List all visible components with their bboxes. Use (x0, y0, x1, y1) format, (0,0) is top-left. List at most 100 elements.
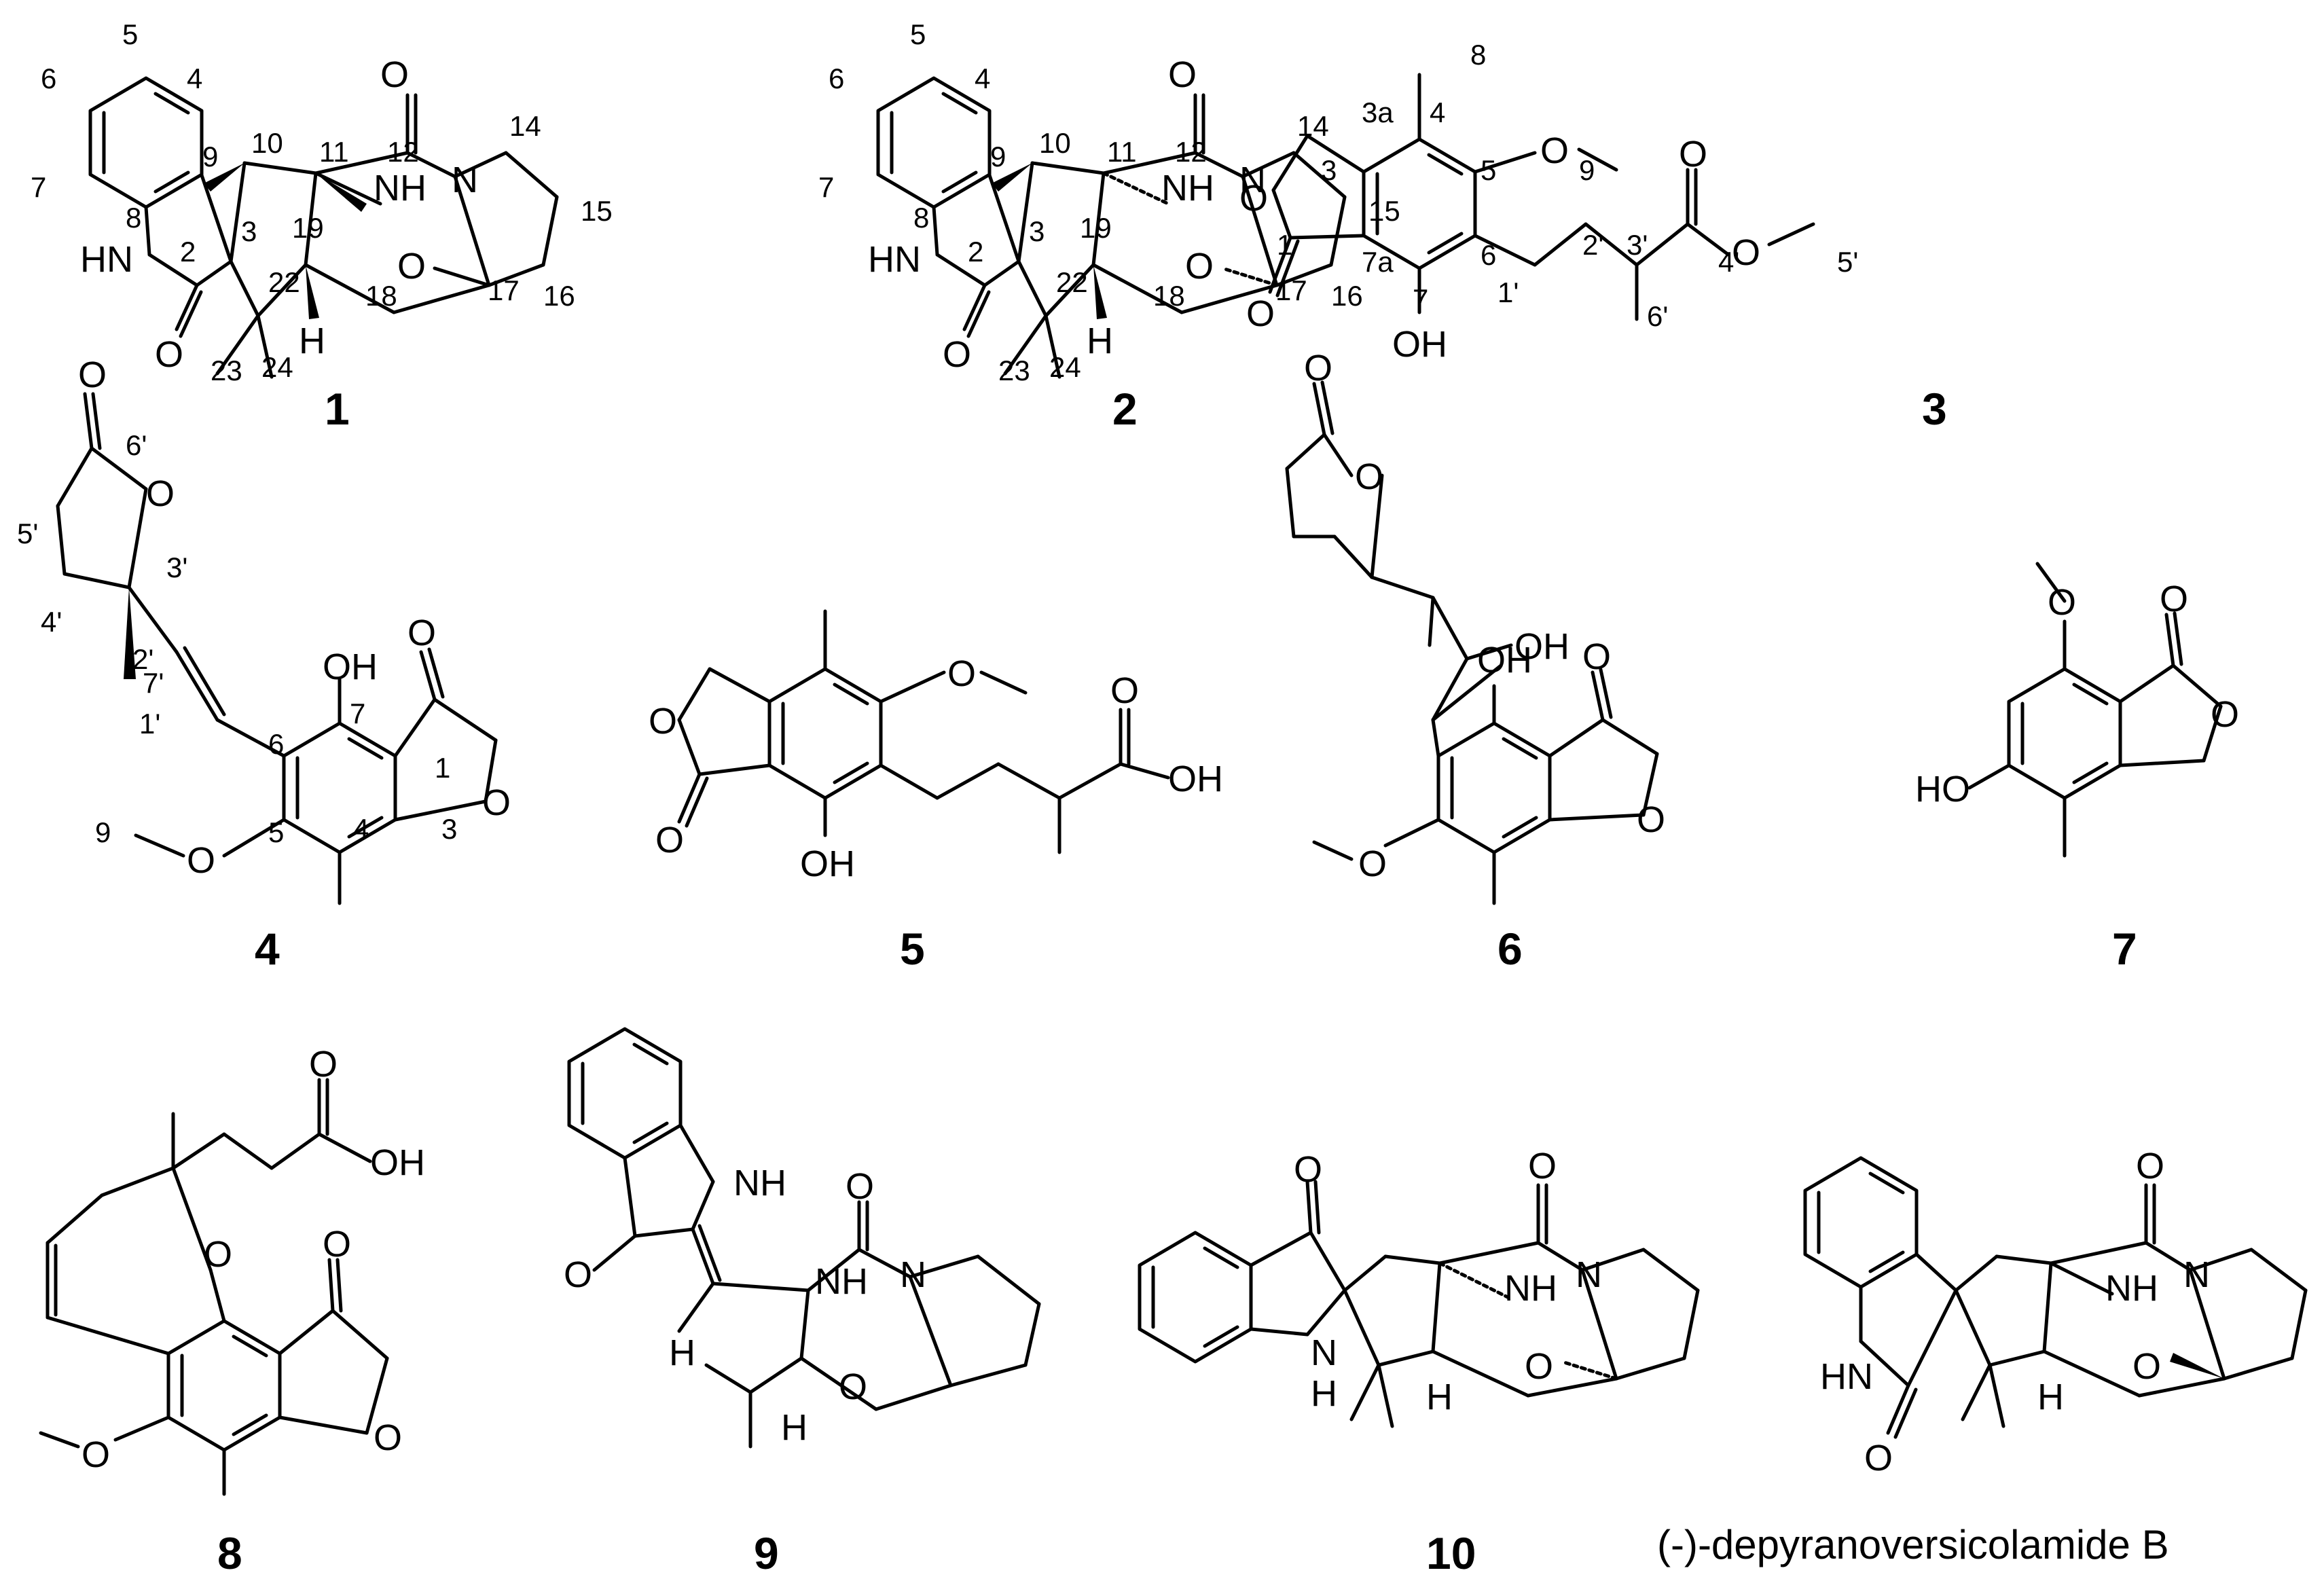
svg-text:O: O (564, 1254, 592, 1295)
svg-text:OH: OH (1392, 324, 1447, 365)
svg-text:5': 5' (1837, 246, 1858, 278)
compound-label-9: 9 (754, 1528, 779, 1576)
svg-text:O: O (839, 1366, 867, 1407)
compound-label-6: 6 (1497, 924, 1523, 974)
svg-text:15: 15 (581, 195, 613, 227)
svg-text:5: 5 (122, 18, 138, 50)
svg-text:OH: OH (1168, 759, 1223, 799)
svg-text:O: O (1185, 246, 1214, 287)
compound-6: O O OH OH O O O 6 (1285, 348, 1665, 974)
svg-text:24: 24 (1049, 351, 1081, 383)
svg-text:N: N (2183, 1254, 2210, 1295)
svg-text:O: O (1582, 636, 1611, 677)
svg-text:O: O (1246, 293, 1275, 334)
svg-text:N: N (900, 1254, 926, 1295)
svg-text:8: 8 (126, 202, 141, 234)
svg-text:23: 23 (998, 355, 1030, 386)
svg-text:O: O (1304, 348, 1332, 388)
svg-text:NH: NH (733, 1163, 786, 1203)
svg-text:O: O (943, 334, 971, 375)
svg-text:O: O (2211, 694, 2239, 735)
svg-text:NH: NH (1161, 168, 1214, 208)
svg-text:6: 6 (1481, 239, 1496, 271)
svg-text:O: O (187, 840, 215, 881)
svg-text:H: H (299, 321, 325, 361)
svg-text:O: O (374, 1417, 402, 1458)
svg-text:O: O (146, 473, 175, 514)
svg-text:3': 3' (1627, 229, 1648, 261)
svg-text:4: 4 (975, 62, 990, 94)
svg-text:O: O (2160, 579, 2188, 619)
svg-text:NH: NH (1504, 1268, 1557, 1309)
svg-text:OH: OH (323, 647, 378, 687)
svg-text:11: 11 (1107, 136, 1137, 168)
svg-text:O: O (81, 1434, 110, 1475)
svg-text:5: 5 (268, 816, 284, 848)
svg-text:O: O (1540, 130, 1569, 171)
svg-text:7: 7 (818, 171, 834, 203)
svg-text:15: 15 (1368, 195, 1400, 227)
svg-text:O: O (323, 1224, 351, 1265)
svg-text:22: 22 (1056, 266, 1088, 298)
compound-label-1: 1 (325, 384, 350, 434)
svg-text:24: 24 (261, 351, 293, 383)
svg-text:7a: 7a (1362, 246, 1394, 278)
svg-text:11: 11 (319, 136, 349, 168)
svg-text:4: 4 (187, 62, 202, 94)
svg-text:9: 9 (95, 816, 111, 848)
svg-text:O: O (1732, 232, 1760, 273)
svg-text:8: 8 (913, 202, 929, 234)
compound-5: O O O O OH OH 5 (649, 609, 1223, 974)
svg-text:4': 4' (1718, 246, 1739, 278)
svg-text:HN: HN (868, 239, 921, 280)
svg-text:O: O (1358, 843, 1387, 884)
svg-text:9: 9 (202, 141, 218, 173)
svg-text:O: O (2136, 1146, 2164, 1186)
svg-text:OH: OH (1477, 640, 1532, 680)
svg-text:8: 8 (1470, 39, 1486, 71)
svg-text:7: 7 (31, 171, 46, 203)
svg-text:18: 18 (365, 280, 397, 312)
svg-text:14: 14 (509, 110, 541, 142)
svg-text:O: O (1637, 799, 1665, 840)
svg-text:O: O (204, 1234, 232, 1275)
svg-text:9: 9 (990, 141, 1006, 173)
svg-text:19: 19 (292, 212, 324, 244)
svg-text:6': 6' (126, 429, 147, 461)
svg-text:O: O (1168, 54, 1197, 95)
compound-label-3: 3 (1922, 384, 1947, 434)
svg-text:O: O (947, 653, 976, 694)
compound-10: O O NH N O N H H 10 (1140, 1146, 1700, 1578)
svg-text:NH: NH (2105, 1268, 2158, 1309)
svg-text:10: 10 (251, 127, 283, 159)
svg-text:H: H (1311, 1373, 1337, 1414)
svg-text:7: 7 (1413, 283, 1428, 315)
svg-text:N: N (1311, 1332, 1337, 1373)
svg-text:18: 18 (1153, 280, 1185, 312)
svg-text:O: O (1294, 1149, 1322, 1190)
compound-7: O O O HO 7 (1915, 562, 2239, 974)
svg-text:O: O (397, 246, 426, 287)
svg-text:1: 1 (435, 752, 450, 784)
svg-text:N: N (1576, 1254, 1602, 1295)
svg-text:16: 16 (1331, 280, 1363, 312)
svg-text:HN: HN (1820, 1356, 1873, 1397)
compound-label-8: 8 (217, 1528, 242, 1576)
svg-text:OH: OH (370, 1142, 425, 1183)
svg-text:10: 10 (1039, 127, 1071, 159)
svg-text:3': 3' (166, 551, 187, 583)
svg-text:H: H (2037, 1377, 2064, 1417)
svg-text:N: N (1239, 160, 1266, 200)
svg-text:17: 17 (488, 274, 520, 306)
svg-text:12: 12 (387, 136, 419, 168)
svg-text:4: 4 (353, 813, 369, 845)
compound-8: O O OH O O O 8 (39, 1044, 425, 1578)
svg-text:3: 3 (1029, 215, 1045, 247)
svg-text:2': 2' (132, 643, 153, 675)
compound-depyranoversicolamide-b: O NH N O HN O H (-)-depyranoversicolamid… (1657, 1146, 2308, 1567)
compound-9: NH O O H NH N O H 9 (564, 1029, 1041, 1578)
svg-text:19: 19 (1080, 212, 1112, 244)
